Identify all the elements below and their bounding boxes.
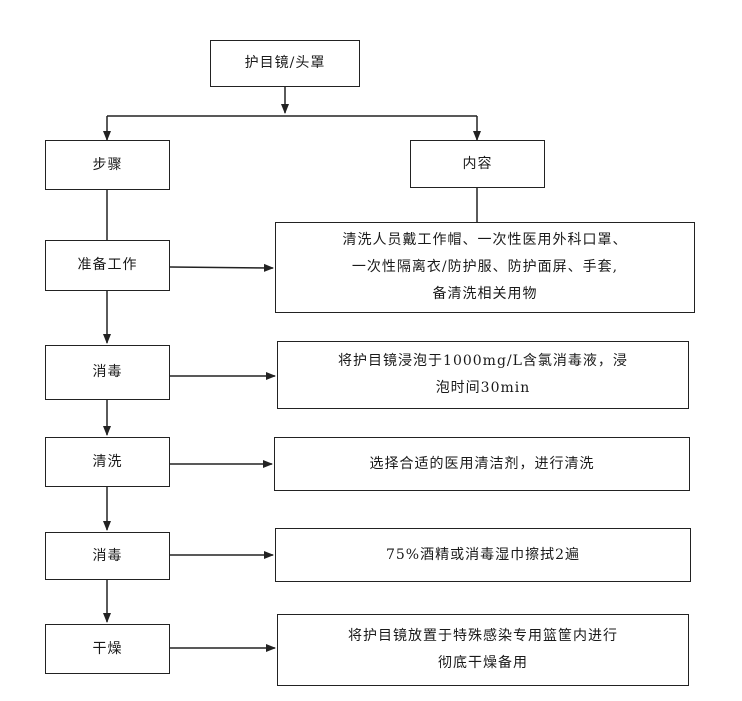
content-box-disinfect-1: 将护目镜浸泡于1000mg/L含氯消毒液，浸 泡时间30min <box>277 341 689 409</box>
content-line: 备清洗相关用物 <box>432 286 538 302</box>
title-box: 护目镜/头罩 <box>210 40 360 87</box>
step-label: 消毒 <box>92 547 123 564</box>
content-line: 彻底干燥备用 <box>438 655 528 671</box>
row1-arrow <box>169 263 274 272</box>
content-box-clean: 选择合适的医用清洁剂，进行清洗 <box>274 437 690 491</box>
content-header-box: 内容 <box>410 140 545 188</box>
step-label: 消毒 <box>92 364 123 380</box>
content-line: 将护目镜浸泡于1000mg/L含氯消毒液，浸 <box>338 353 628 369</box>
step-label: 准备工作 <box>77 257 138 273</box>
content-line: 一次性隔离衣/防护服、防护面屏、手套, <box>351 259 619 275</box>
step-box-disinfect-2: 消毒 <box>45 532 170 580</box>
content-box-disinfect-2: 75%酒精或消毒湿巾擦拭2遍 <box>275 528 691 582</box>
step-label: 清洗 <box>92 453 123 470</box>
content-line: 将护目镜放置于特殊感染专用篮筐内进行 <box>348 628 618 644</box>
content-line: 泡时间30min <box>435 380 531 396</box>
step-box-clean: 清洗 <box>45 437 170 487</box>
content-header-text: 内容 <box>462 155 493 172</box>
content-line: 75%酒精或消毒湿巾擦拭2遍 <box>385 546 581 563</box>
step-box-prep: 准备工作 <box>45 240 170 291</box>
steps-header-text: 步骤 <box>92 156 123 173</box>
content-line: 清洗人员戴工作帽、一次性医用外科口罩、 <box>342 232 628 248</box>
step-label: 干燥 <box>92 640 123 657</box>
content-box-dry: 将护目镜放置于特殊感染专用篮筐内进行 彻底干燥备用 <box>277 614 689 686</box>
content-line: 选择合适的医用清洁剂，进行清洗 <box>369 455 595 472</box>
step-box-disinfect-1: 消毒 <box>45 345 170 400</box>
content-box-prep: 清洗人员戴工作帽、一次性医用外科口罩、 一次性隔离衣/防护服、防护面屏、手套, … <box>275 222 695 313</box>
title-text: 护目镜/头罩 <box>244 55 326 71</box>
steps-header-box: 步骤 <box>45 140 170 190</box>
step-box-dry: 干燥 <box>45 624 170 674</box>
